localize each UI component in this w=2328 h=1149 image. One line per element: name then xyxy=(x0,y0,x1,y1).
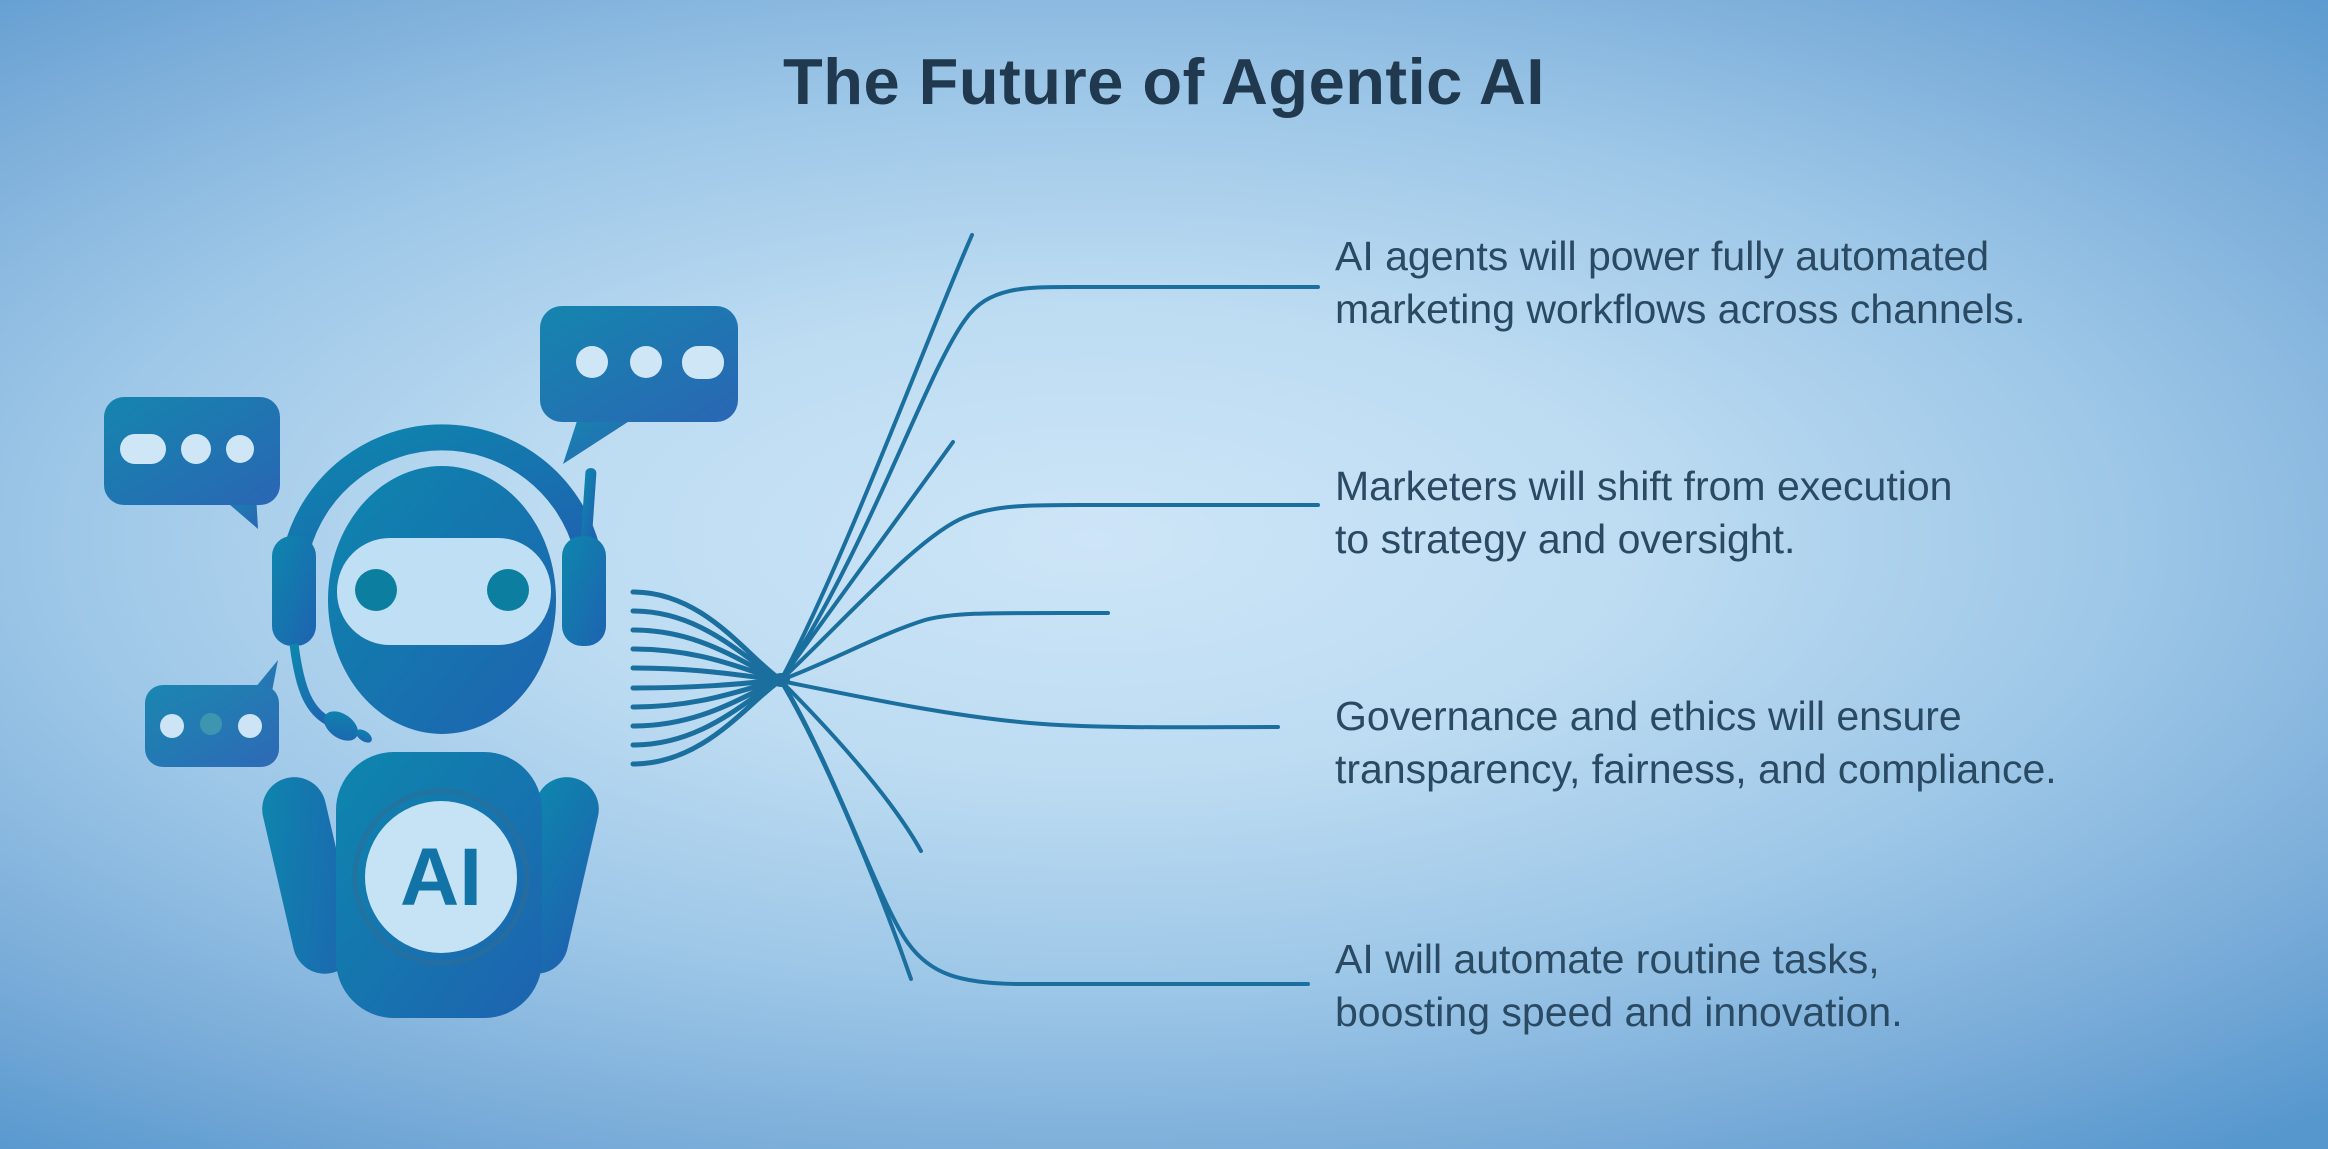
connector-line-4 xyxy=(781,681,1310,986)
ai-badge xyxy=(365,801,517,953)
insight-text-4: AI will automate routine tasks, boosting… xyxy=(1335,933,1903,1039)
insight-line: Governance and ethics will ensure xyxy=(1335,693,1962,739)
insight-line: AI will automate routine tasks, xyxy=(1335,936,1880,982)
antenna xyxy=(580,468,597,546)
robot-arm-left xyxy=(262,777,357,974)
earmuff-left xyxy=(272,536,316,646)
fan-left-lines xyxy=(630,589,784,767)
insight-line: to strategy and oversight. xyxy=(1335,516,1796,562)
robot-eye-right xyxy=(487,569,529,611)
insight-text-3: Governance and ethics will ensure transp… xyxy=(1335,690,2057,796)
ai-badge-label: AI xyxy=(400,832,482,923)
insight-line: AI agents will power fully automated xyxy=(1335,233,1990,279)
typing-dots-icon xyxy=(576,346,724,379)
insight-line: marketing workflows across channels. xyxy=(1335,286,2026,332)
mic-boom xyxy=(289,643,333,727)
fan-right-lines xyxy=(779,233,1320,986)
mic-tip xyxy=(356,729,372,743)
ai-badge-ring xyxy=(352,788,530,966)
branch-down-line-1 xyxy=(780,680,923,853)
robot-illustration: AI xyxy=(262,424,606,1018)
speech-bubble-left xyxy=(104,397,280,529)
connector-line-2 xyxy=(779,503,1320,682)
typing-dots-icon xyxy=(120,434,254,464)
insight-line: boosting speed and innovation. xyxy=(1335,989,1903,1035)
headset-band xyxy=(284,424,600,562)
page-title: The Future of Agentic AI xyxy=(783,45,1545,118)
fan-knot xyxy=(772,673,790,687)
speech-bubble-small xyxy=(145,660,279,767)
connector-fan xyxy=(630,233,1320,986)
connector-line-1 xyxy=(779,284,1320,682)
branch-down-line-2 xyxy=(780,681,913,981)
typing-dots-icon xyxy=(160,713,262,738)
mic-icon xyxy=(323,711,359,741)
branch-up-line xyxy=(779,233,974,682)
robot-visor xyxy=(337,538,551,645)
robot-eye-left xyxy=(355,569,397,611)
earmuff-right xyxy=(562,536,606,646)
insight-text-2: Marketers will shift from execution to s… xyxy=(1335,460,1952,566)
speech-bubble-top xyxy=(540,306,738,464)
connector-line-mid xyxy=(779,610,1110,682)
insight-line: transparency, fairness, and compliance. xyxy=(1335,746,2057,792)
insight-line: Marketers will shift from execution xyxy=(1335,463,1953,509)
insight-text-1: AI agents will power fully automated mar… xyxy=(1335,230,2025,336)
connector-line-3 xyxy=(779,679,1280,730)
branch-short-up-line xyxy=(779,440,955,682)
